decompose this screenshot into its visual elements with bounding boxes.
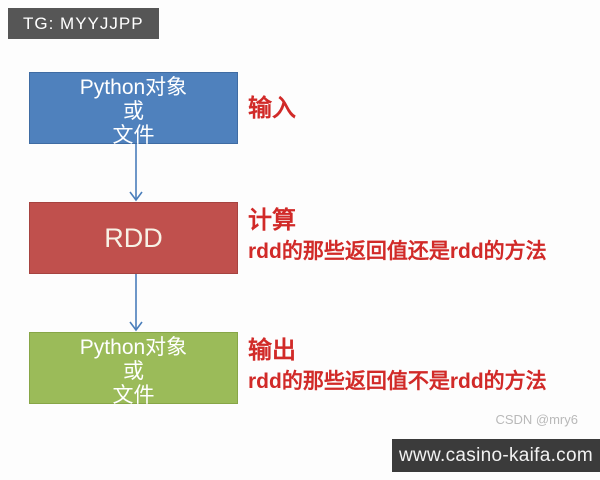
down-arrow-icon [129, 144, 143, 202]
flow-box-input-line: Python对象 [79, 76, 188, 99]
telegram-tag-badge: TG: MYYJJPP [8, 8, 159, 39]
flow-box-output-line: 或 [123, 360, 144, 383]
annotation-compute-detail: rdd的那些返回值还是rdd的方法 [248, 240, 547, 263]
csdn-watermark: CSDN @mry6 [495, 412, 578, 427]
flow-box-output: Python对象 或 文件 [29, 332, 238, 407]
telegram-tag-label: TG: MYYJJPP [23, 13, 144, 33]
flow-box-rdd-label: RDD [104, 223, 163, 253]
flow-box-rdd: RDD [29, 202, 238, 274]
annotation-compute-title: 计算 [248, 207, 296, 234]
website-url-label: www.casino-kaifa.com [399, 444, 593, 466]
annotation-compute: 计算 rdd的那些返回值还是rdd的方法 [248, 207, 547, 264]
flow-box-input-line: 文件 [112, 124, 155, 147]
annotation-input-title: 输入 [248, 95, 296, 122]
annotation-output-detail: rdd的那些返回值不是rdd的方法 [248, 370, 547, 393]
annotation-input: 输入 [248, 95, 296, 123]
website-url-badge: www.casino-kaifa.com [392, 439, 600, 472]
annotation-output: 输出 rdd的那些返回值不是rdd的方法 [248, 337, 547, 394]
flow-box-output-line: 文件 [112, 384, 155, 407]
flow-box-input: Python对象 或 文件 [29, 72, 238, 147]
down-arrow-icon [129, 274, 143, 332]
flow-box-output-line: Python对象 [79, 336, 188, 359]
flow-box-input-line: 或 [123, 100, 144, 123]
annotation-output-title: 输出 [248, 337, 296, 364]
